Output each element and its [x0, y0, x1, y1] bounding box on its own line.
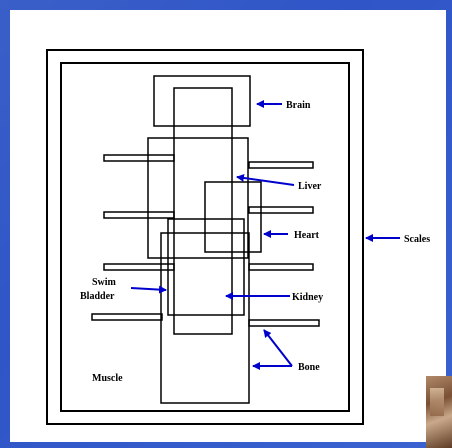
kidney-label: Kidney	[292, 292, 323, 303]
brain-label: Brain	[286, 100, 311, 111]
bone-bar	[104, 155, 174, 161]
bone-bar	[249, 320, 319, 326]
scales-label: Scales	[404, 234, 430, 245]
bone-label: Bone	[298, 362, 320, 373]
heart-box	[205, 182, 261, 252]
bone-bar	[104, 264, 174, 270]
photo-thumbnail	[426, 376, 452, 448]
bone-bar	[104, 212, 174, 218]
spine-column	[174, 88, 232, 334]
swim-bladder-label-line1: Swim	[92, 277, 117, 288]
liver-label: Liver	[298, 181, 322, 192]
slide-canvas: Brain Liver Heart Scales Swim Bladder Ki…	[10, 10, 446, 442]
liver-arrow	[237, 177, 294, 185]
fish-anatomy-diagram: Brain Liver Heart Scales Swim Bladder Ki…	[10, 10, 446, 442]
bone-bar	[249, 264, 313, 270]
bone-bar	[92, 314, 162, 320]
muscle-label: Muscle	[92, 373, 123, 384]
heart-label: Heart	[294, 230, 320, 241]
bone-arrow-upper	[264, 330, 292, 366]
photo-thumbnail-detail	[430, 388, 444, 416]
brain-box	[154, 76, 250, 126]
swim-bladder-label-line2: Bladder	[80, 291, 115, 302]
bone-bar	[249, 162, 313, 168]
bone-bar	[249, 207, 313, 213]
